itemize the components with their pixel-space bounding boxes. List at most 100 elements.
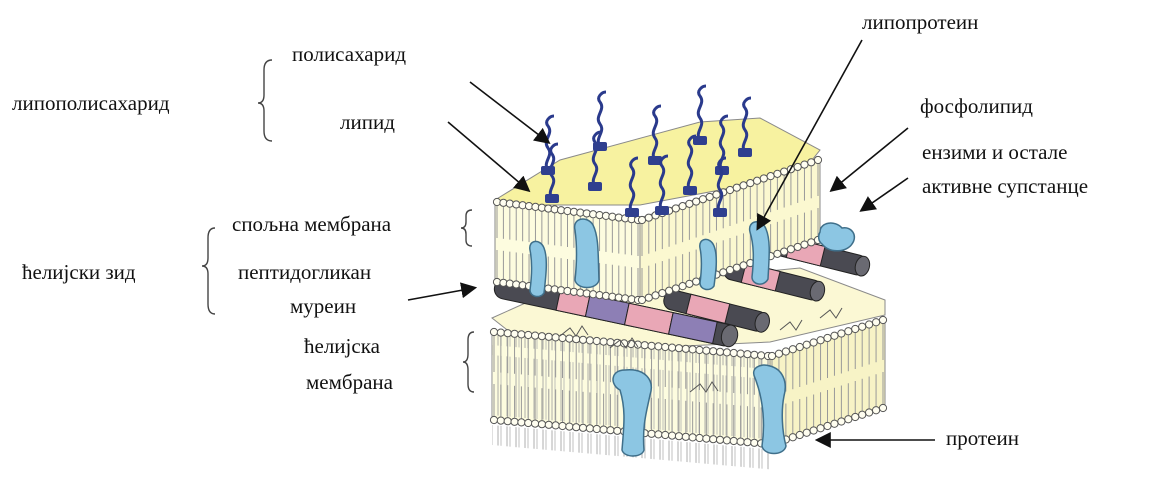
lipid-head bbox=[733, 184, 740, 191]
lipid-head bbox=[852, 325, 859, 332]
phospholipid-arrow bbox=[832, 128, 908, 190]
lipid-head bbox=[723, 349, 730, 356]
lipid-head bbox=[573, 336, 580, 343]
lipid-head bbox=[852, 413, 859, 420]
lipid-head bbox=[679, 203, 686, 210]
lipid-head bbox=[645, 214, 652, 221]
label-cell-membrane-line1: ћелијска bbox=[304, 336, 380, 357]
lipid-head bbox=[859, 411, 866, 418]
lipid-head bbox=[552, 422, 559, 429]
lipid-head bbox=[504, 418, 511, 425]
lipid-head bbox=[525, 331, 532, 338]
lipid-head bbox=[814, 156, 821, 163]
lipid-anchor bbox=[625, 208, 639, 217]
lipid-head bbox=[648, 342, 655, 349]
lipid-head bbox=[740, 182, 747, 189]
lipid-head bbox=[586, 337, 593, 344]
lipid-head bbox=[787, 246, 794, 253]
lipid-head bbox=[703, 347, 710, 354]
lipid-head bbox=[716, 436, 723, 443]
lipid-head bbox=[552, 334, 559, 341]
lipid-head bbox=[696, 346, 703, 353]
polysaccharide-arrow bbox=[470, 82, 548, 142]
lipoprotein bbox=[700, 239, 717, 289]
lipid-head bbox=[686, 280, 693, 287]
lipid-head bbox=[774, 170, 781, 177]
lipid-anchor bbox=[655, 206, 669, 215]
label-protein: протеин bbox=[946, 428, 1019, 449]
label-peptidoglycan: пептидогликан bbox=[238, 262, 371, 283]
label-polysaccharide: полисахарид bbox=[292, 44, 406, 65]
label-lipopolysaccharide: липополисахарид bbox=[12, 93, 170, 114]
lipid-head bbox=[703, 435, 710, 442]
lipid-head bbox=[794, 163, 801, 170]
lipid-head bbox=[706, 193, 713, 200]
lipid-head bbox=[645, 294, 652, 301]
lipid-head bbox=[525, 419, 532, 426]
lipid-head bbox=[600, 338, 607, 345]
lipid-head bbox=[669, 344, 676, 351]
label-cell-membrane-line2: мембрана bbox=[306, 372, 393, 393]
lipid-head bbox=[532, 420, 539, 427]
label-enzymes-line1: ензими и остале bbox=[922, 142, 1067, 163]
lipid-head bbox=[866, 409, 873, 416]
lipid-head bbox=[593, 425, 600, 432]
lipid-head bbox=[593, 337, 600, 344]
lipid-head bbox=[634, 341, 641, 348]
lipid-head bbox=[518, 331, 525, 338]
lipid-head bbox=[641, 342, 648, 349]
lipid-head bbox=[838, 418, 845, 425]
lipid-head bbox=[693, 278, 700, 285]
lipid-head bbox=[803, 341, 810, 348]
lipid-head bbox=[689, 434, 696, 441]
lipid-head bbox=[716, 348, 723, 355]
lipoprotein bbox=[530, 241, 547, 296]
lipid-head bbox=[801, 241, 808, 248]
lipid-head bbox=[573, 424, 580, 431]
lipid-head bbox=[751, 351, 758, 358]
lipid-head bbox=[638, 296, 645, 303]
lipid-head bbox=[774, 250, 781, 257]
label-cell-wall: ћелијски зид bbox=[22, 262, 136, 283]
lipid-head bbox=[607, 339, 614, 346]
lipid-head bbox=[689, 346, 696, 353]
lipid-head bbox=[579, 336, 586, 343]
lipid-head bbox=[682, 345, 689, 352]
lipid-head bbox=[767, 173, 774, 180]
lipid-head bbox=[726, 266, 733, 273]
lipid-head bbox=[781, 248, 788, 255]
lipid-head bbox=[693, 198, 700, 205]
lipid-head bbox=[614, 427, 621, 434]
lipid-head bbox=[655, 343, 662, 350]
lipid-head bbox=[730, 349, 737, 356]
lipid-head bbox=[665, 287, 672, 294]
lipid-head bbox=[775, 350, 782, 357]
lipid-head bbox=[655, 431, 662, 438]
lipid-head bbox=[669, 432, 676, 439]
outer-membrane-protein bbox=[575, 219, 599, 288]
lipid-head bbox=[810, 427, 817, 434]
lipid-head bbox=[710, 436, 717, 443]
lipid-head bbox=[831, 420, 838, 427]
lipid-head bbox=[504, 330, 511, 337]
label-lipid: липид bbox=[340, 112, 395, 133]
lipid-head bbox=[872, 319, 879, 326]
lipid-anchor bbox=[545, 194, 559, 203]
lipid-head bbox=[662, 431, 669, 438]
lipid-head bbox=[566, 423, 573, 430]
lipid-head bbox=[845, 416, 852, 423]
lipid-head bbox=[781, 168, 788, 175]
label-lipoprotein: липопротеин bbox=[862, 12, 978, 33]
lipid-head bbox=[859, 323, 866, 330]
cell-membrane-brace bbox=[463, 332, 474, 392]
lipid-head bbox=[532, 332, 539, 339]
lipid-head bbox=[720, 269, 727, 276]
lipid-head bbox=[497, 417, 504, 424]
enzyme-molecule bbox=[819, 223, 855, 251]
lipid-head bbox=[713, 191, 720, 198]
lipid-head bbox=[579, 424, 586, 431]
lipid-head bbox=[758, 352, 765, 359]
lipid-head bbox=[659, 289, 666, 296]
lipid-head bbox=[699, 196, 706, 203]
